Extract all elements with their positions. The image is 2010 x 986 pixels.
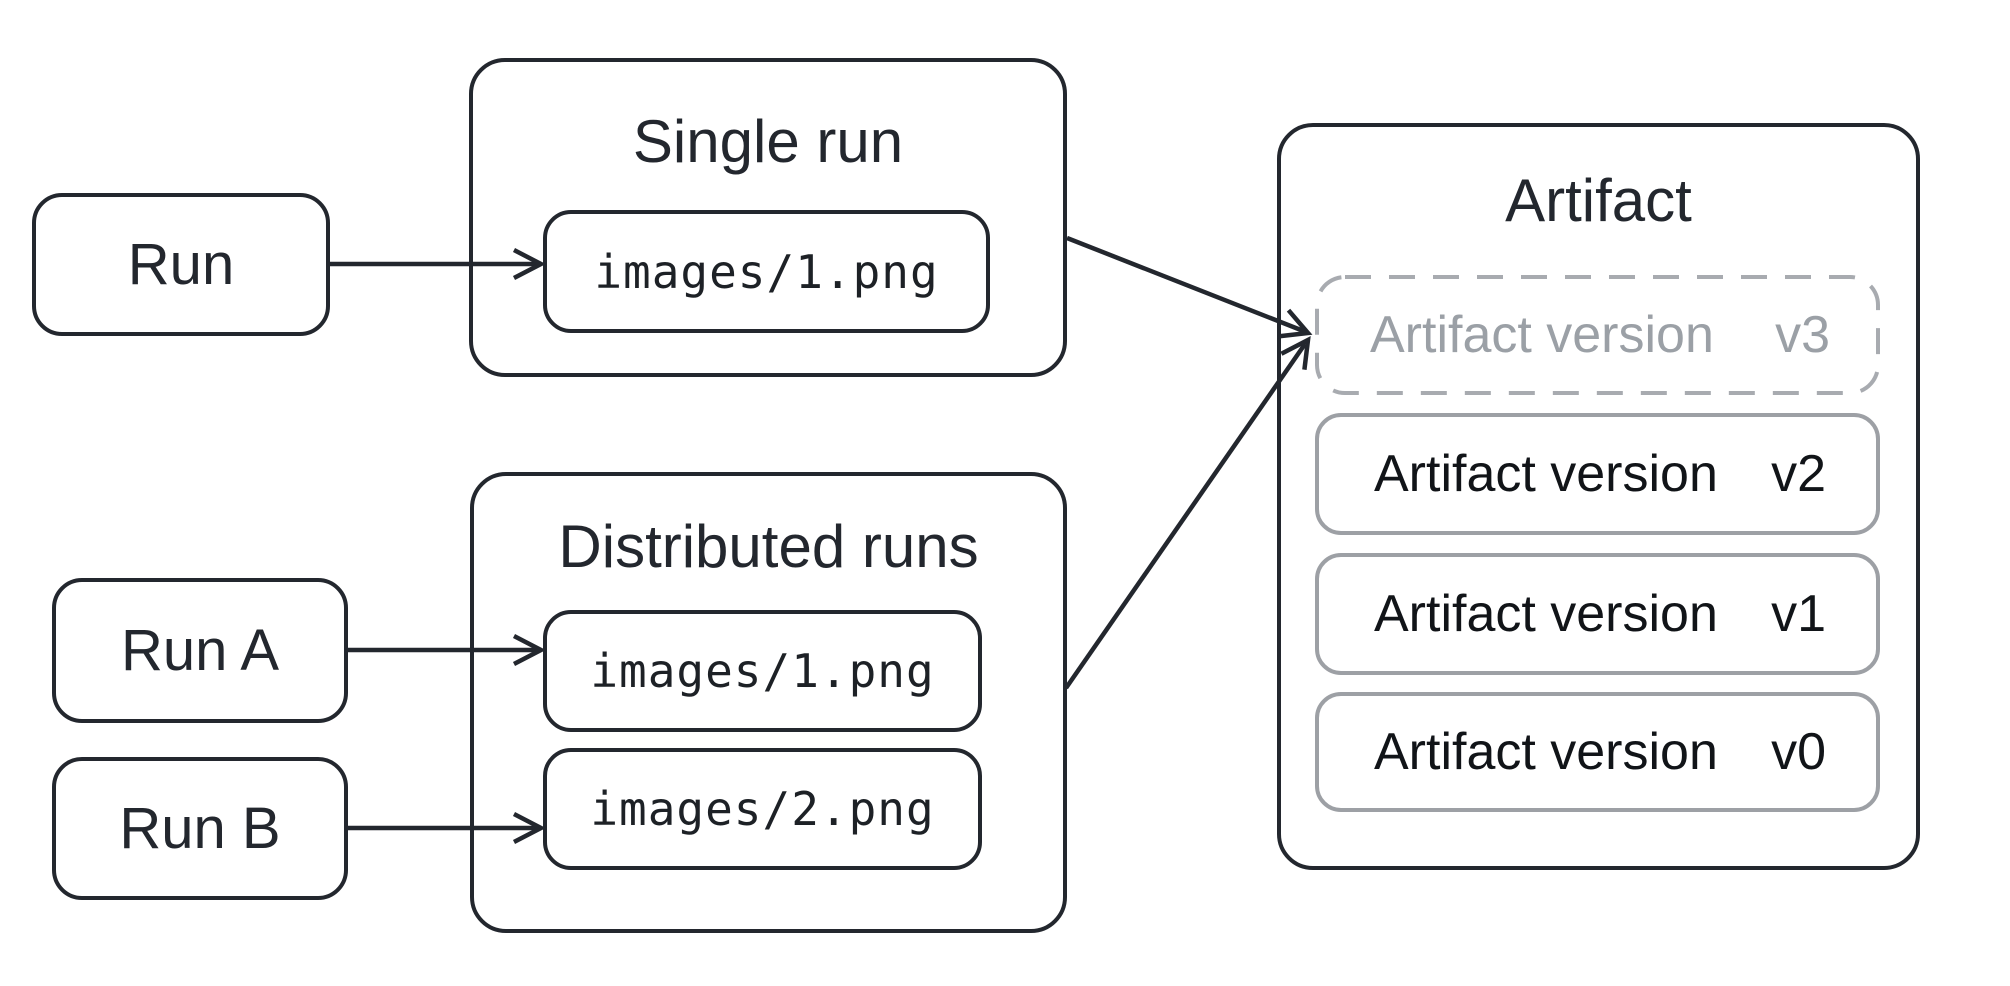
single-run-file-label: images/1.png [594, 244, 939, 299]
run-b-node: Run B [52, 757, 348, 900]
distributed-runs-group: Distributed runs images/1.png images/2.p… [470, 472, 1067, 933]
artifact-version-label: Artifact version [1374, 723, 1718, 781]
run-label: Run [127, 232, 235, 297]
single-run-file-box: images/1.png [543, 210, 990, 333]
artifact-version-label: Artifact version [1370, 306, 1714, 364]
run-a-node: Run A [52, 578, 348, 723]
artifact-version-label: Artifact version [1374, 445, 1718, 503]
artifact-version-label: Artifact version [1374, 585, 1718, 643]
single-run-title: Single run [632, 108, 904, 175]
artifact-version-row-v1: Artifact version v1 [1315, 553, 1880, 675]
single-run-group: Single run images/1.png [469, 58, 1067, 377]
artifact-version-tag: v0 [1771, 723, 1826, 781]
distributed-file-2-label: images/2.png [590, 782, 935, 836]
run-node: Run [32, 193, 330, 336]
artifact-group: Artifact Artifact version v3 Artifact ve… [1277, 123, 1920, 870]
run-b-label: Run B [119, 796, 281, 861]
run-a-label: Run A [121, 618, 279, 683]
arrow-single-run-to-v3 [1066, 235, 1307, 335]
arrow-distributed-to-v3 [1064, 342, 1307, 690]
distributed-file-1-label: images/1.png [590, 644, 935, 698]
artifact-version-tag: v2 [1771, 445, 1826, 503]
artifact-version-row-v2: Artifact version v2 [1315, 413, 1880, 535]
distributed-runs-title: Distributed runs [558, 513, 979, 580]
artifact-version-tag: v1 [1771, 585, 1826, 643]
distributed-file-1-box: images/1.png [543, 610, 982, 732]
artifact-version-tag: v3 [1775, 306, 1830, 364]
artifact-version-row-v0: Artifact version v0 [1315, 692, 1880, 812]
artifact-title: Artifact [1505, 167, 1692, 234]
artifact-version-row-v3: Artifact version v3 [1315, 275, 1880, 395]
distributed-file-2-box: images/2.png [543, 748, 982, 870]
